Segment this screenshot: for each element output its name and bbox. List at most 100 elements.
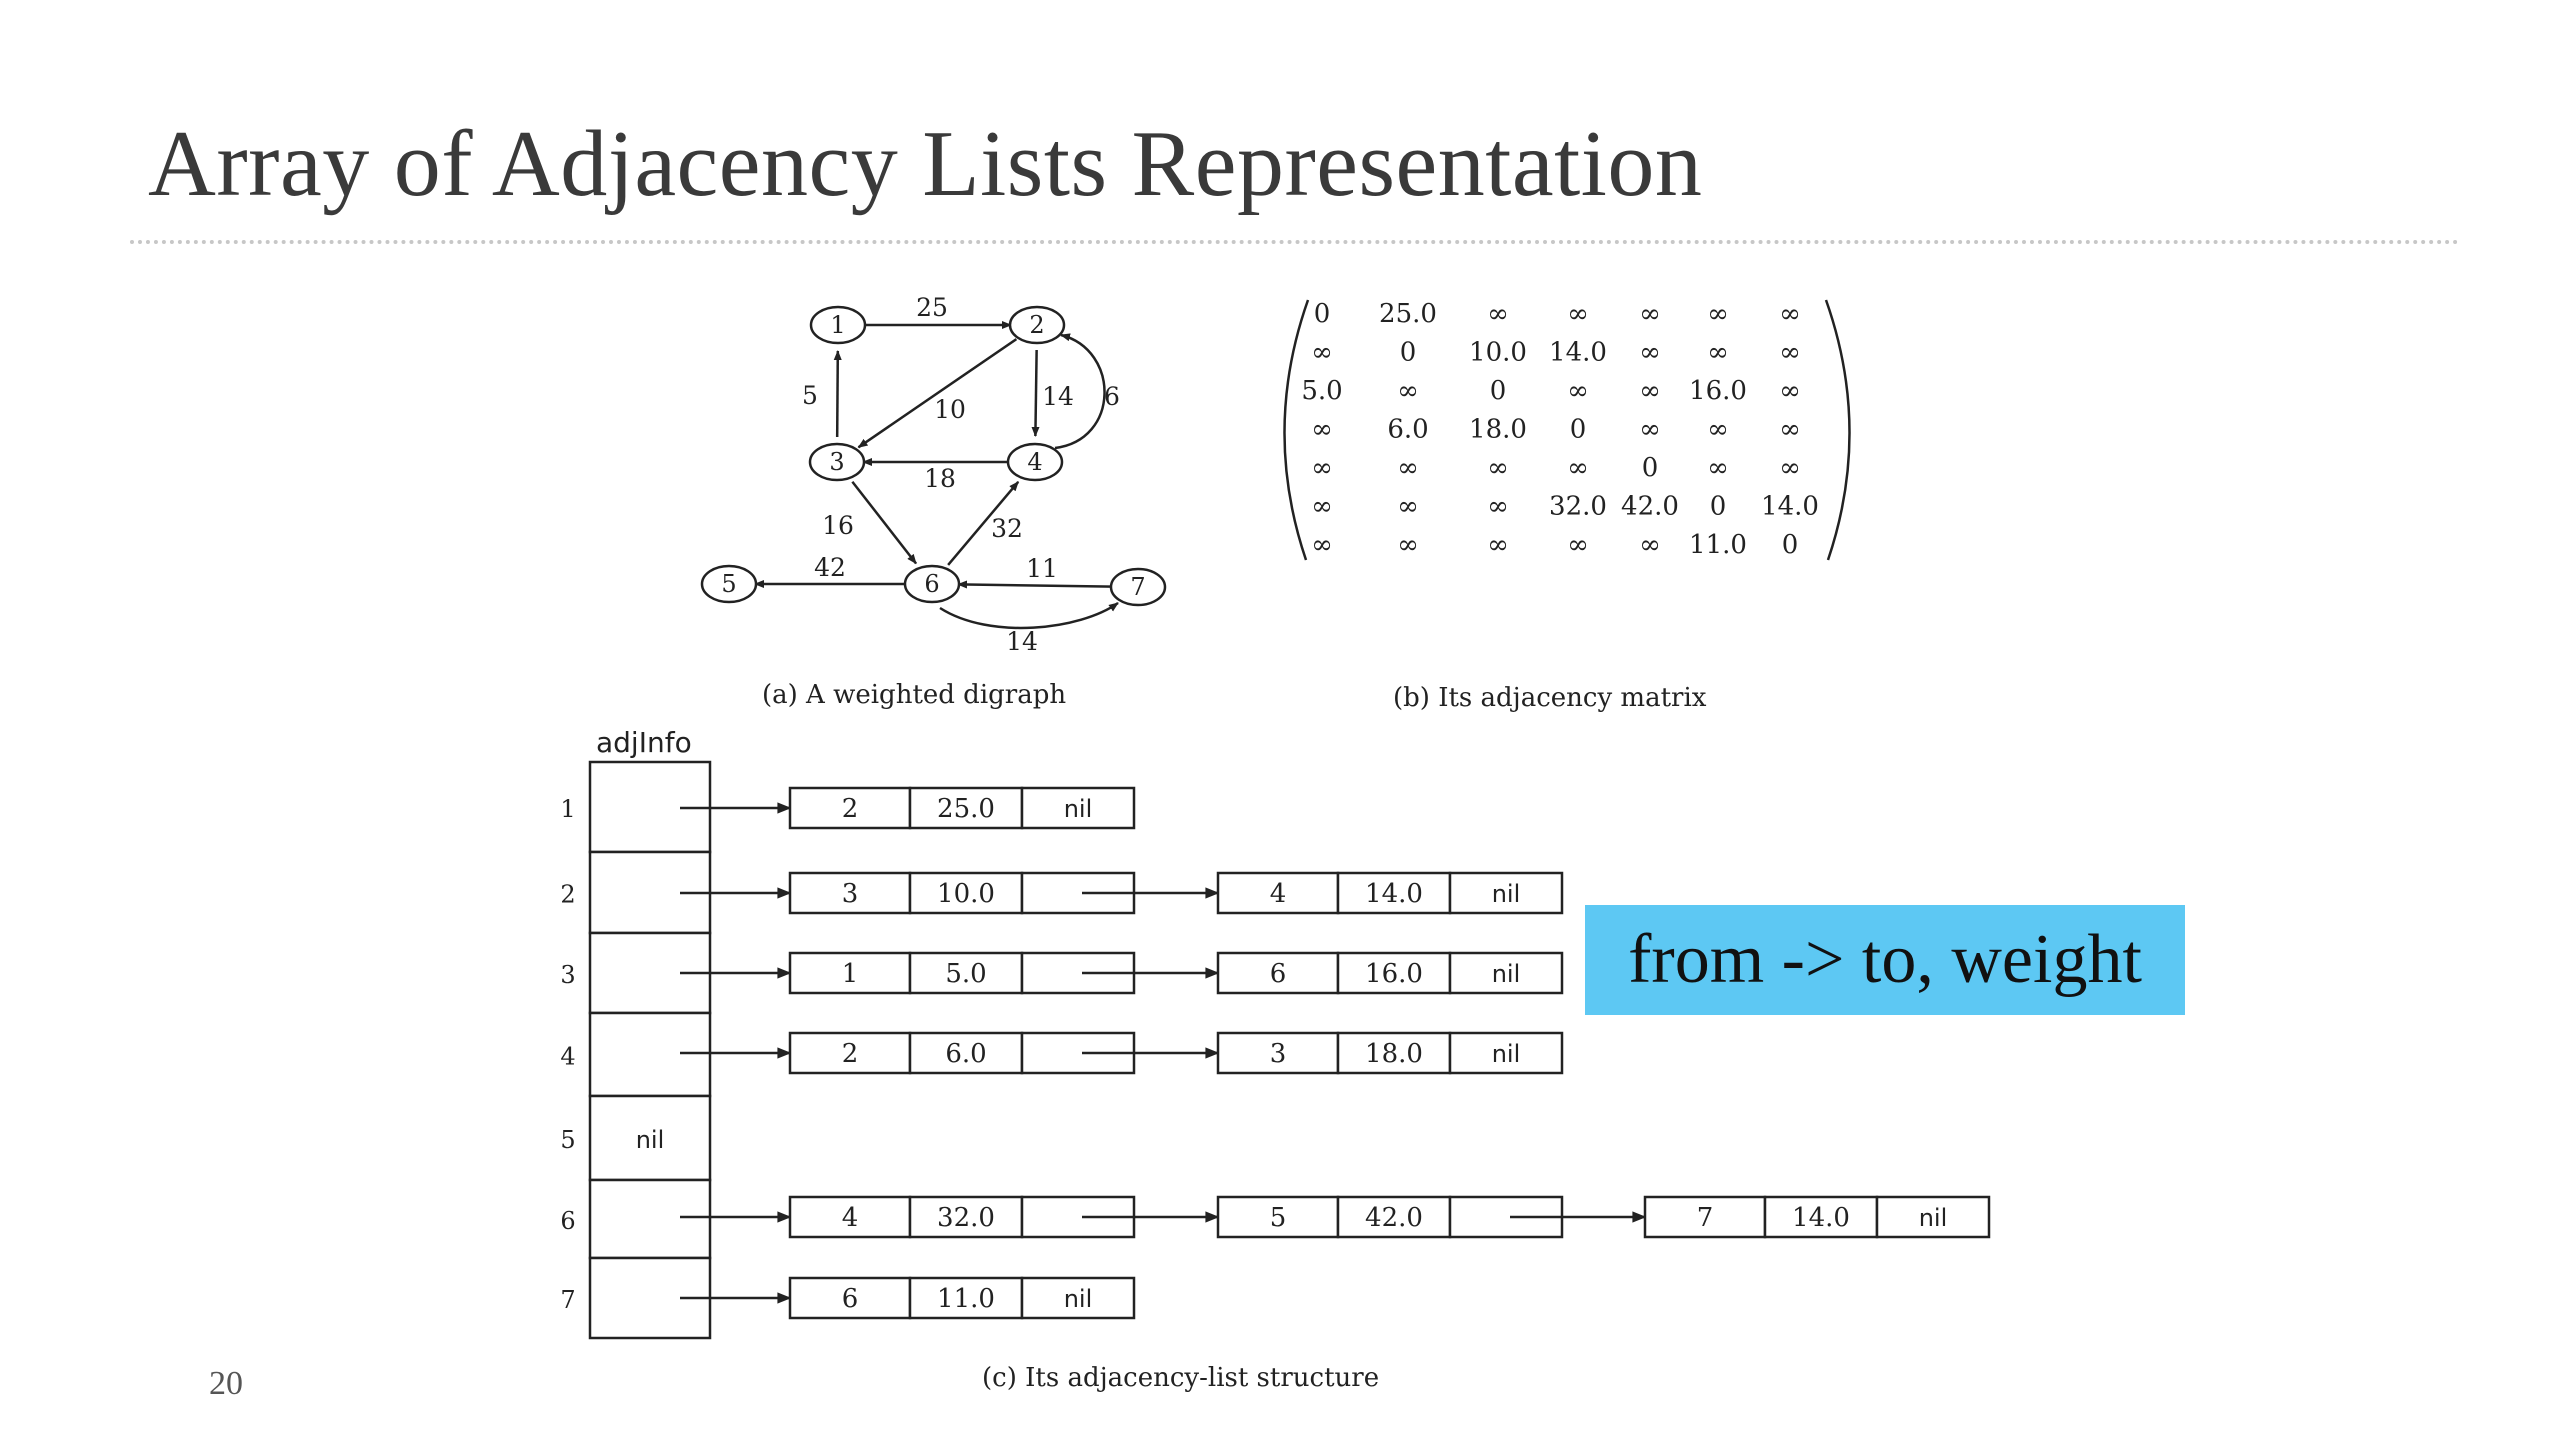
edge-7-6 <box>956 580 1114 589</box>
node-label: 4 <box>1027 448 1042 476</box>
node-weight-field: 16.0 <box>1365 959 1423 989</box>
matrix-cell: ∞ <box>1311 453 1333 483</box>
matrix-cell: ∞ <box>1707 415 1729 445</box>
list-node-cell <box>788 951 912 995</box>
matrix-cell: ∞ <box>1639 299 1661 329</box>
node-to-field: 1 <box>842 959 859 989</box>
matrix-cell: 10.0 <box>1469 338 1527 368</box>
matrix-cell: ∞ <box>1567 376 1589 406</box>
node-weight-field: 11.0 <box>937 1284 995 1314</box>
matrix-cell: 0 <box>1710 492 1727 522</box>
matrix-cell: 0 <box>1400 338 1417 368</box>
matrix-cell: 14.0 <box>1549 338 1607 368</box>
matrix-cell: ∞ <box>1639 530 1661 560</box>
callout-text: from -> to, weight <box>1628 921 2142 998</box>
node-label: 6 <box>924 570 939 598</box>
matrix-cell: ∞ <box>1779 376 1801 406</box>
matrix-cell: ∞ <box>1779 338 1801 368</box>
list-node-cell <box>788 786 912 830</box>
matrix-cell: ∞ <box>1487 453 1509 483</box>
digraph-node <box>700 564 758 604</box>
matrix-cell: 25.0 <box>1379 299 1437 329</box>
digraph-node <box>1006 442 1064 482</box>
annotation-callout: from -> to, weight <box>1585 905 2185 1015</box>
node-next-field: nil <box>1919 1204 1948 1232</box>
matrix-cell: ∞ <box>1567 299 1589 329</box>
matrix-cell: ∞ <box>1397 530 1419 560</box>
list-node-cell <box>1216 951 1340 995</box>
matrix-cell: ∞ <box>1639 338 1661 368</box>
node-label: 1 <box>830 311 845 339</box>
node-next-field: nil <box>1064 1285 1093 1313</box>
matrix-cell: ∞ <box>1311 530 1333 560</box>
node-label: 3 <box>829 448 844 476</box>
adjinfo-index: 7 <box>560 1286 575 1314</box>
edge-weight-label: 14 <box>1042 382 1074 411</box>
adjinfo-slot <box>588 1178 712 1260</box>
node-weight-field: 6.0 <box>945 1039 986 1069</box>
matrix-cell: 16.0 <box>1689 376 1747 406</box>
edge-3-1 <box>833 349 842 438</box>
matrix-cell: ∞ <box>1779 415 1801 445</box>
node-weight-field: 5.0 <box>945 959 986 989</box>
matrix-cell: ∞ <box>1639 415 1661 445</box>
matrix-cell: ∞ <box>1397 376 1419 406</box>
matrix-cell: 0 <box>1642 453 1659 483</box>
matrix-cell: 42.0 <box>1621 492 1679 522</box>
node-weight-field: 32.0 <box>937 1203 995 1233</box>
matrix-cell: ∞ <box>1567 530 1589 560</box>
title-divider <box>130 240 2460 244</box>
node-label: 5 <box>721 570 736 598</box>
node-weight-field: 10.0 <box>937 879 995 909</box>
matrix-cell: ∞ <box>1487 530 1509 560</box>
matrix-cell: ∞ <box>1397 492 1419 522</box>
edge-weight-label: 10 <box>934 395 966 424</box>
node-to-field: 6 <box>842 1284 859 1314</box>
list-node-cell <box>908 1195 1024 1239</box>
list-node-cell <box>1336 871 1452 915</box>
digraph-node <box>903 564 961 604</box>
list-node-cell <box>1448 871 1564 915</box>
matrix-cell: ∞ <box>1311 415 1333 445</box>
edge-weight-label: 6 <box>1104 382 1120 411</box>
node-to-field: 3 <box>842 879 859 909</box>
node-weight-field: 14.0 <box>1365 879 1423 909</box>
list-node-cell <box>1763 1195 1879 1239</box>
edge-2-3 <box>857 338 1018 449</box>
matrix-cell: ∞ <box>1487 299 1509 329</box>
node-label: 2 <box>1029 311 1044 339</box>
adjinfo-header: adjInfo <box>596 726 692 759</box>
node-next-field: nil <box>1492 1040 1521 1068</box>
adjinfo-index: 5 <box>560 1126 575 1154</box>
matrix-cell: 32.0 <box>1549 492 1607 522</box>
matrix-cell: 0 <box>1782 530 1799 560</box>
digraph-node <box>1109 567 1167 607</box>
matrix-cell: 11.0 <box>1689 530 1747 560</box>
edge-weight-label: 32 <box>991 514 1023 543</box>
adjinfo-slot <box>588 1094 712 1182</box>
matrix-cell: 0 <box>1570 415 1587 445</box>
edge-weight-label: 16 <box>822 511 854 540</box>
node-to-field: 7 <box>1697 1203 1714 1233</box>
list-node-cell <box>1448 1031 1564 1075</box>
matrix-cell: ∞ <box>1707 299 1729 329</box>
adjinfo-index: 3 <box>560 961 575 989</box>
adjinfo-slot <box>588 1011 712 1098</box>
digraph-node <box>1008 305 1066 345</box>
edge-weight-label: 18 <box>924 464 956 493</box>
node-next-field: nil <box>1492 880 1521 908</box>
matrix-cell: ∞ <box>1311 338 1333 368</box>
matrix-cell: 5.0 <box>1301 376 1342 406</box>
list-node-cell <box>1020 786 1136 830</box>
digraph-node <box>808 442 866 482</box>
node-to-field: 6 <box>1270 959 1287 989</box>
matrix-cell: ∞ <box>1707 453 1729 483</box>
list-node-cell <box>788 1276 912 1320</box>
edge-weight-label: 11 <box>1026 554 1058 583</box>
matrix-brackets <box>1283 299 1851 561</box>
node-weight-field: 42.0 <box>1365 1203 1423 1233</box>
slide-title: Array of Adjacency Lists Representation <box>148 112 1703 216</box>
